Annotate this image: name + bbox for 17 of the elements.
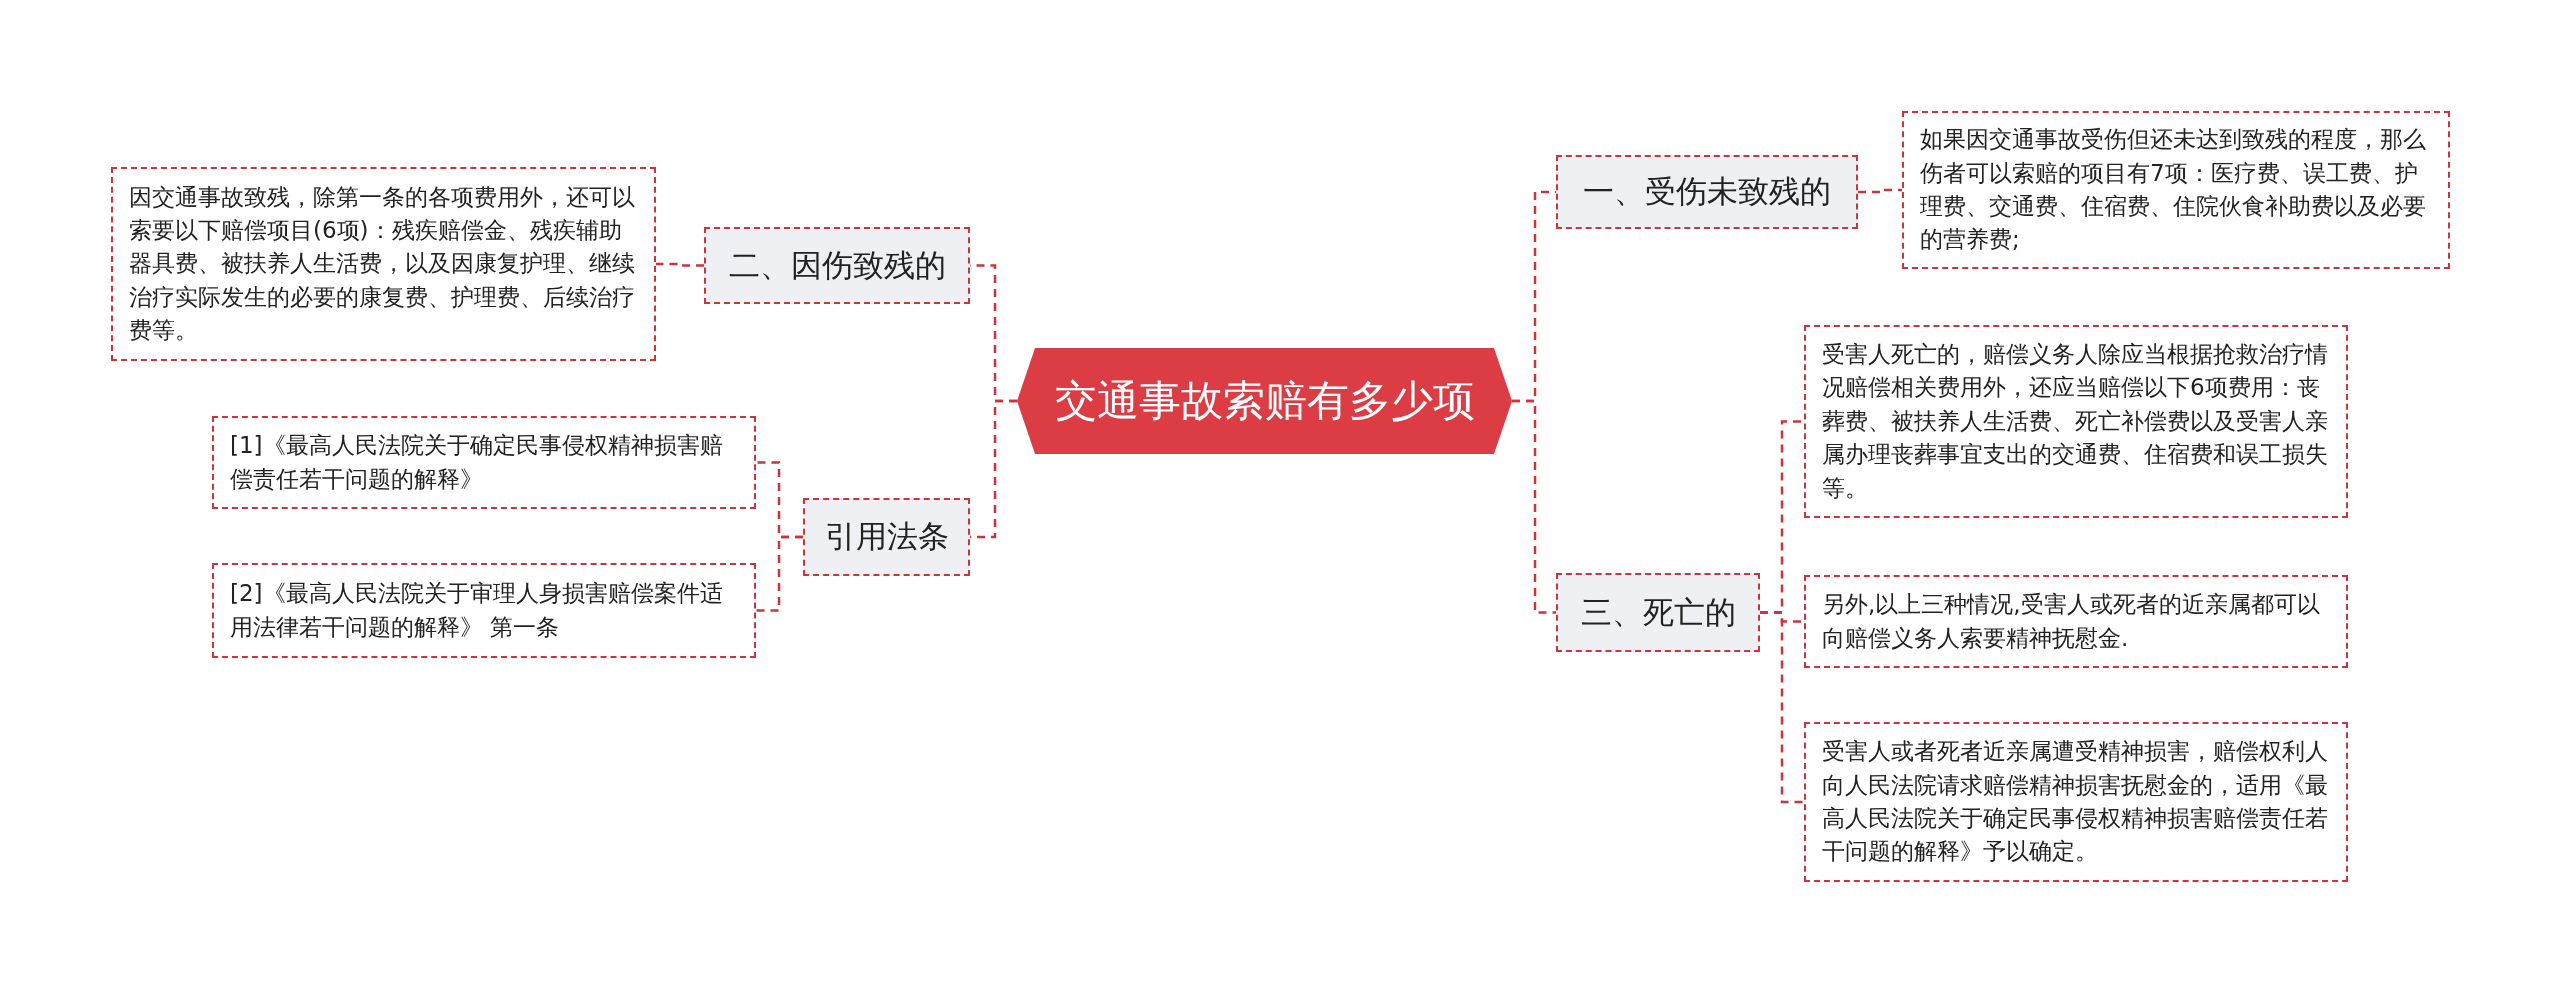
topic-box: 二、因伤致残的 <box>704 227 970 304</box>
text-box: 如果因交通事故受伤但还未达到致残的程度，那么伤者可以索赔的项目有7项：医疗费、误工费、护理费、交通费、住宿费、住院伙食补助费以及必要的营养费; <box>1902 111 2450 269</box>
connector-line <box>756 535 803 612</box>
text-box: [2]《最高人民法院关于审理人身损害赔偿案件适用法律若干问题的解释》 第一条 <box>212 563 756 658</box>
text-box: 因交通事故致残，除第一条的各项费用外，还可以索要以下赔偿项目(6项)：残疾赔偿金、残疾辅助器具费、被扶养人生活费，以及因康复护理、继续治疗实际发生的必要的康复费、护理费、后续治疗费等。 <box>111 167 656 361</box>
text-box: 受害人或者死者近亲属遭受精神损害，赔偿权利人向人民法院请求赔偿精神损害抚慰金的，适用《最高人民法院关于确定民事侵权精神损害赔偿责任若干问题的解释》予以确定。 <box>1804 722 2348 882</box>
topic-box: 三、死亡的 <box>1556 573 1760 652</box>
text-box: 受害人死亡的，赔偿义务人除应当根据抢救治疗情况赔偿相关费用外，还应当赔偿以下6项费用：丧葬费、被扶养人生活费、死亡补偿费以及受害人亲属办理丧葬事宜支出的交通费、住宿费和误工损失等。 <box>1804 325 2348 518</box>
topic-box: 引用法条 <box>803 498 970 576</box>
text-box: 另外,以上三种情况,受害人或死者的近亲属都可以向赔偿义务人索要精神抚慰金. <box>1804 575 2348 668</box>
central-topic: 交通事故索赔有多少项 <box>1017 348 1512 454</box>
text-box: [1]《最高人民法院关于确定民事侵权精神损害赔偿责任若干问题的解释》 <box>212 416 756 509</box>
connector-line <box>1512 399 1556 614</box>
connector-line <box>1858 188 1902 194</box>
connector-line <box>656 262 704 267</box>
topic-box: 一、受伤未致残的 <box>1556 155 1858 229</box>
connector-line <box>1760 611 1804 804</box>
